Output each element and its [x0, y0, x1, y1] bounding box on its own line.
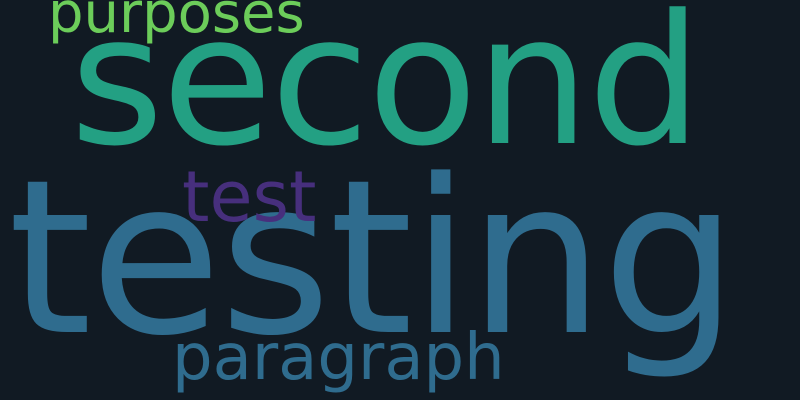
word-purposes: purposes — [48, 0, 305, 46]
word-paragraph: paragraph — [172, 321, 505, 395]
word-second: second — [70, 0, 702, 186]
word-test: test — [182, 156, 317, 238]
word-testing: testing — [8, 134, 738, 383]
